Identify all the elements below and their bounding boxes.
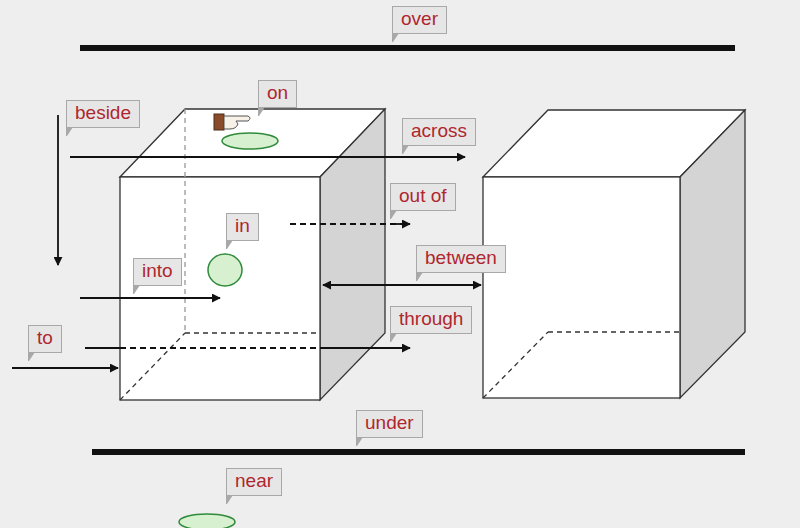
cube-left [120, 109, 385, 400]
preposition-tag: near [226, 468, 282, 496]
preposition-tag: under [356, 410, 423, 438]
preposition-tag: in [226, 213, 259, 241]
out-of-arrowhead [395, 223, 410, 225]
preposition-word: across [411, 120, 467, 141]
preposition-word: in [235, 215, 250, 236]
preposition-tag: into [133, 258, 182, 286]
across-arrow [70, 156, 465, 158]
preposition-word: out of [399, 185, 447, 206]
preposition-word: between [425, 247, 497, 268]
preposition-word: into [142, 260, 173, 281]
on-disc [222, 133, 278, 149]
preposition-word: under [365, 412, 414, 433]
preposition-word: beside [75, 102, 131, 123]
near-disc [179, 514, 235, 528]
preposition-tag: across [402, 118, 476, 146]
out-of-arrow [290, 223, 410, 225]
preposition-word: over [401, 8, 438, 29]
under-bar [92, 449, 745, 455]
preposition-tag: between [416, 245, 506, 273]
preposition-word: through [399, 308, 463, 329]
preposition-tag: over [392, 6, 447, 34]
through-arrow-out [320, 347, 410, 349]
through-arrow-inside [120, 347, 320, 349]
preposition-tag: on [258, 80, 297, 108]
preposition-tag: beside [66, 100, 140, 128]
cube-right [483, 110, 745, 398]
preposition-tag: to [28, 325, 62, 353]
to-arrow [12, 367, 118, 369]
through-arrow-in [85, 347, 120, 349]
preposition-arrows [12, 115, 481, 368]
in-ball [208, 254, 242, 286]
preposition-tag: through [390, 306, 472, 334]
preposition-tag: out of [390, 183, 456, 211]
pointing-hand [214, 114, 250, 130]
over-bar [80, 45, 735, 51]
preposition-word: on [267, 82, 288, 103]
preposition-word: to [37, 327, 53, 348]
between-arrow [323, 284, 481, 286]
preposition-word: near [235, 470, 273, 491]
into-arrow [80, 297, 220, 299]
beside-arrow [57, 115, 59, 265]
